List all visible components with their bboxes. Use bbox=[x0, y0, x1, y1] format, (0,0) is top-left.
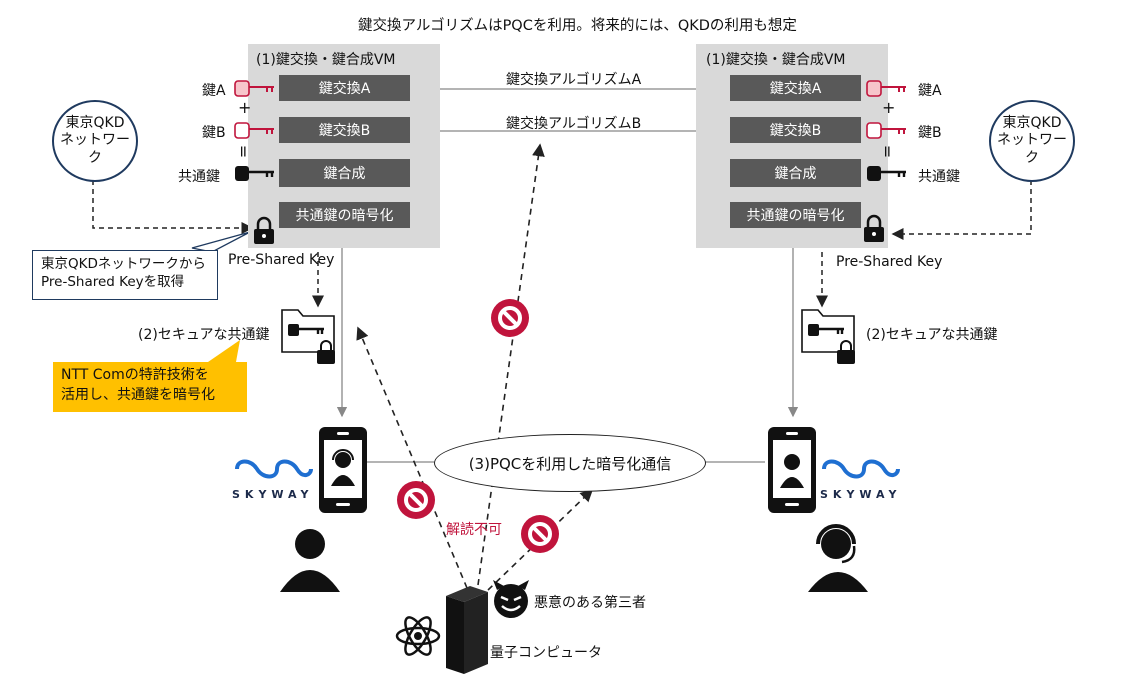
right-skyway-text: SKYWAY bbox=[820, 488, 902, 501]
patent-note-line2: 活用し、共通鍵を暗号化 bbox=[61, 386, 215, 403]
right-secure-key-label: (2)セキュアな共通鍵 bbox=[866, 327, 998, 343]
left-vm-box: (1)鍵交換・鍵合成VM 鍵交換A 鍵交換B 鍵合成 共通鍵の暗号化 bbox=[248, 44, 440, 248]
key-icon bbox=[235, 166, 274, 181]
key-icon bbox=[866, 80, 906, 97]
prohibited-icon bbox=[491, 299, 529, 337]
right-plus-sign: + bbox=[882, 98, 896, 117]
prohibited-icon bbox=[521, 515, 559, 553]
operator-icon bbox=[808, 524, 868, 592]
phone-icon bbox=[319, 427, 367, 513]
right-common-key-label: 共通鍵 bbox=[918, 169, 960, 185]
left-skyway-text: SKYWAY bbox=[232, 488, 314, 501]
left-op-key-synthesis: 鍵合成 bbox=[279, 159, 410, 187]
key-icon bbox=[234, 122, 274, 139]
right-op-encrypt-common-key: 共通鍵の暗号化 bbox=[730, 202, 861, 228]
left-op-key-exchange-a: 鍵交換A bbox=[279, 75, 410, 101]
lock-icon bbox=[254, 216, 274, 244]
right-op-key-exchange-a: 鍵交換A bbox=[730, 75, 861, 101]
left-common-key-label: 共通鍵 bbox=[178, 169, 220, 185]
left-plus-sign: + bbox=[238, 98, 252, 117]
algorithm-b-label: 鍵交換アルゴリズムB bbox=[506, 116, 642, 132]
right-equals-sign: = bbox=[878, 144, 898, 159]
qkd-callout: 東京QKDネットワークから Pre-Shared Keyを取得 bbox=[32, 250, 218, 300]
right-op-key-exchange-b: 鍵交換B bbox=[730, 117, 861, 143]
left-equals-sign: = bbox=[234, 144, 254, 159]
right-qkd-line2: ネットワーク bbox=[997, 132, 1067, 166]
right-key-b-label: 鍵B bbox=[918, 125, 942, 141]
undecipherable-label: 解読不可 bbox=[446, 522, 502, 538]
devil-icon bbox=[493, 580, 529, 618]
key-icon bbox=[866, 122, 906, 139]
key-icon bbox=[234, 80, 274, 97]
right-op-key-synthesis: 鍵合成 bbox=[730, 159, 861, 187]
skyway-logo bbox=[822, 459, 900, 479]
left-secure-key-label: (2)セキュアな共通鍵 bbox=[138, 327, 270, 343]
left-qkd-line2: ネットワーク bbox=[60, 132, 130, 166]
prohibited-icon bbox=[397, 481, 435, 519]
right-psk-label: Pre-Shared Key bbox=[836, 254, 943, 270]
lock-icon bbox=[864, 214, 884, 242]
left-psk-label: Pre-Shared Key bbox=[228, 252, 335, 268]
left-vm-title: (1)鍵交換・鍵合成VM bbox=[256, 52, 396, 68]
left-key-a-label: 鍵A bbox=[202, 83, 226, 99]
qkd-callout-line2: Pre-Shared Keyを取得 bbox=[41, 274, 185, 291]
atom-icon bbox=[395, 616, 441, 656]
secure-key-folder-icon bbox=[281, 309, 335, 364]
server-icon bbox=[446, 586, 488, 674]
secure-key-folder-icon bbox=[801, 309, 855, 364]
left-op-encrypt-common-key: 共通鍵の暗号化 bbox=[279, 202, 410, 228]
skyway-logo bbox=[235, 459, 313, 479]
left-qkd-line1: 東京QKD bbox=[65, 114, 125, 131]
algorithm-a-label: 鍵交換アルゴリズムA bbox=[506, 72, 642, 88]
header-title: 鍵交換アルゴリズムはPQCを利用。将来的には、QKDの利用も想定 bbox=[358, 18, 797, 34]
left-op-key-exchange-b: 鍵交換B bbox=[279, 117, 410, 143]
phone-icon bbox=[768, 427, 816, 513]
right-vm-title: (1)鍵交換・鍵合成VM bbox=[706, 52, 846, 68]
right-qkd-line1: 東京QKD bbox=[1002, 114, 1062, 131]
right-vm-box: (1)鍵交換・鍵合成VM 鍵交換A 鍵交換B 鍵合成 共通鍵の暗号化 bbox=[696, 44, 888, 248]
person-icon bbox=[280, 529, 340, 592]
malicious-third-party-label: 悪意のある第三者 bbox=[534, 595, 646, 611]
qkd-callout-line1: 東京QKDネットワークから bbox=[41, 256, 206, 272]
key-icon bbox=[867, 166, 906, 181]
patent-note-line1: NTT Comの特許技術を bbox=[61, 367, 209, 383]
right-key-a-label: 鍵A bbox=[918, 83, 942, 99]
left-key-b-label: 鍵B bbox=[202, 125, 226, 141]
quantum-computer-label: 量子コンピュータ bbox=[490, 645, 602, 661]
patent-note: NTT Comの特許技術を 活用し、共通鍵を暗号化 bbox=[53, 362, 247, 412]
encrypted-channel: (3)PQCを利用した暗号化通信 bbox=[434, 434, 706, 492]
